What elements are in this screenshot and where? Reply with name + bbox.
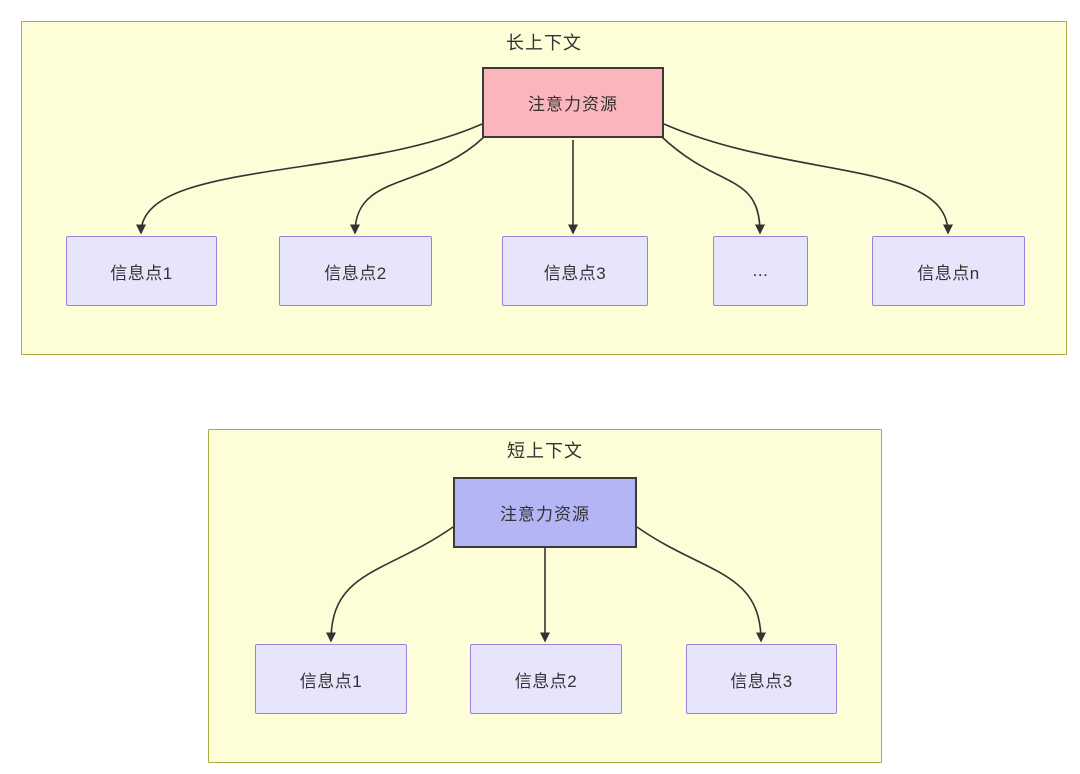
long-info-node-2: 信息点2 — [279, 236, 432, 306]
short-info-label-3: 信息点3 — [730, 671, 793, 691]
short-info-node-2: 信息点2 — [470, 644, 622, 714]
long-info-node-ellipsis: ... — [713, 236, 808, 306]
long-info-node-3: 信息点3 — [502, 236, 648, 306]
long-info-label-ellipsis: ... — [752, 261, 769, 280]
long-info-node-1: 信息点1 — [66, 236, 217, 306]
short-attention-node: 注意力资源 — [453, 477, 637, 548]
long-info-label-2: 信息点2 — [324, 263, 387, 283]
long-attention-node: 注意力资源 — [482, 67, 664, 138]
short-info-node-1: 信息点1 — [255, 644, 407, 714]
short-info-label-1: 信息点1 — [299, 671, 363, 691]
long-info-label-1: 信息点1 — [110, 263, 173, 283]
long-info-label-n: 信息点n — [917, 263, 980, 283]
long-info-node-n: 信息点n — [872, 236, 1025, 306]
long-info-label-3: 信息点3 — [543, 263, 607, 283]
long-context-title: 长上下文 — [506, 33, 582, 53]
long-attention-label: 注意力资源 — [528, 95, 618, 114]
short-attention-label: 注意力资源 — [500, 505, 590, 524]
short-context-title: 短上下文 — [507, 441, 583, 461]
short-info-node-3: 信息点3 — [686, 644, 837, 714]
short-info-label-2: 信息点2 — [514, 671, 578, 691]
